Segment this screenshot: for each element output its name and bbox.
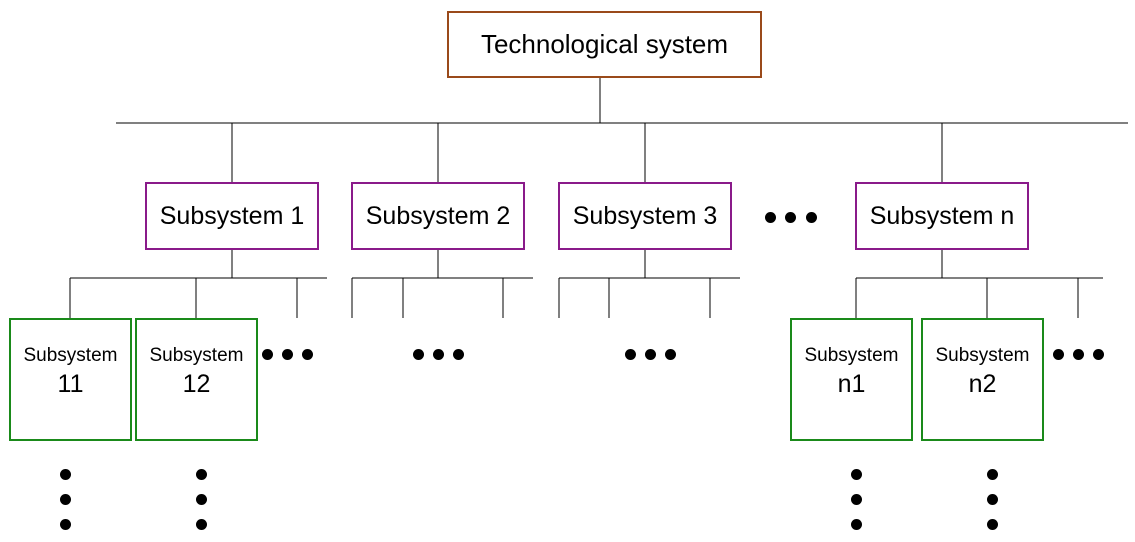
leaf-node-n2: Subsystem n2 [921,318,1044,441]
leaf-label-line1: Subsystem [23,344,118,366]
leaf-node-n1: Subsystem n1 [790,318,913,441]
root-node: Technological system [447,11,762,78]
subsystem-node-n: Subsystem n [855,182,1029,250]
leaf-node-11: Subsystem 11 [9,318,132,441]
root-label: Technological system [480,29,729,59]
subsystem-label: Subsystem n [869,201,1015,230]
subsystem-label: Subsystem 3 [572,201,718,230]
leaf-label-line1: Subsystem [935,344,1030,366]
leaf-label-line2: n2 [968,369,997,398]
leaf-label-line2: 12 [182,369,211,398]
leaf-label-line1: Subsystem [804,344,899,366]
subsystem-label: Subsystem 1 [159,201,305,230]
subsystem-node-3: Subsystem 3 [558,182,732,250]
leaf-label-line2: 11 [57,369,84,398]
subsystem-label: Subsystem 2 [365,201,511,230]
leaf-label-line1: Subsystem [149,344,244,366]
subsystem-node-2: Subsystem 2 [351,182,525,250]
leaf-label-line2: n1 [837,369,866,398]
subsystem-node-1: Subsystem 1 [145,182,319,250]
leaf-node-12: Subsystem 12 [135,318,258,441]
